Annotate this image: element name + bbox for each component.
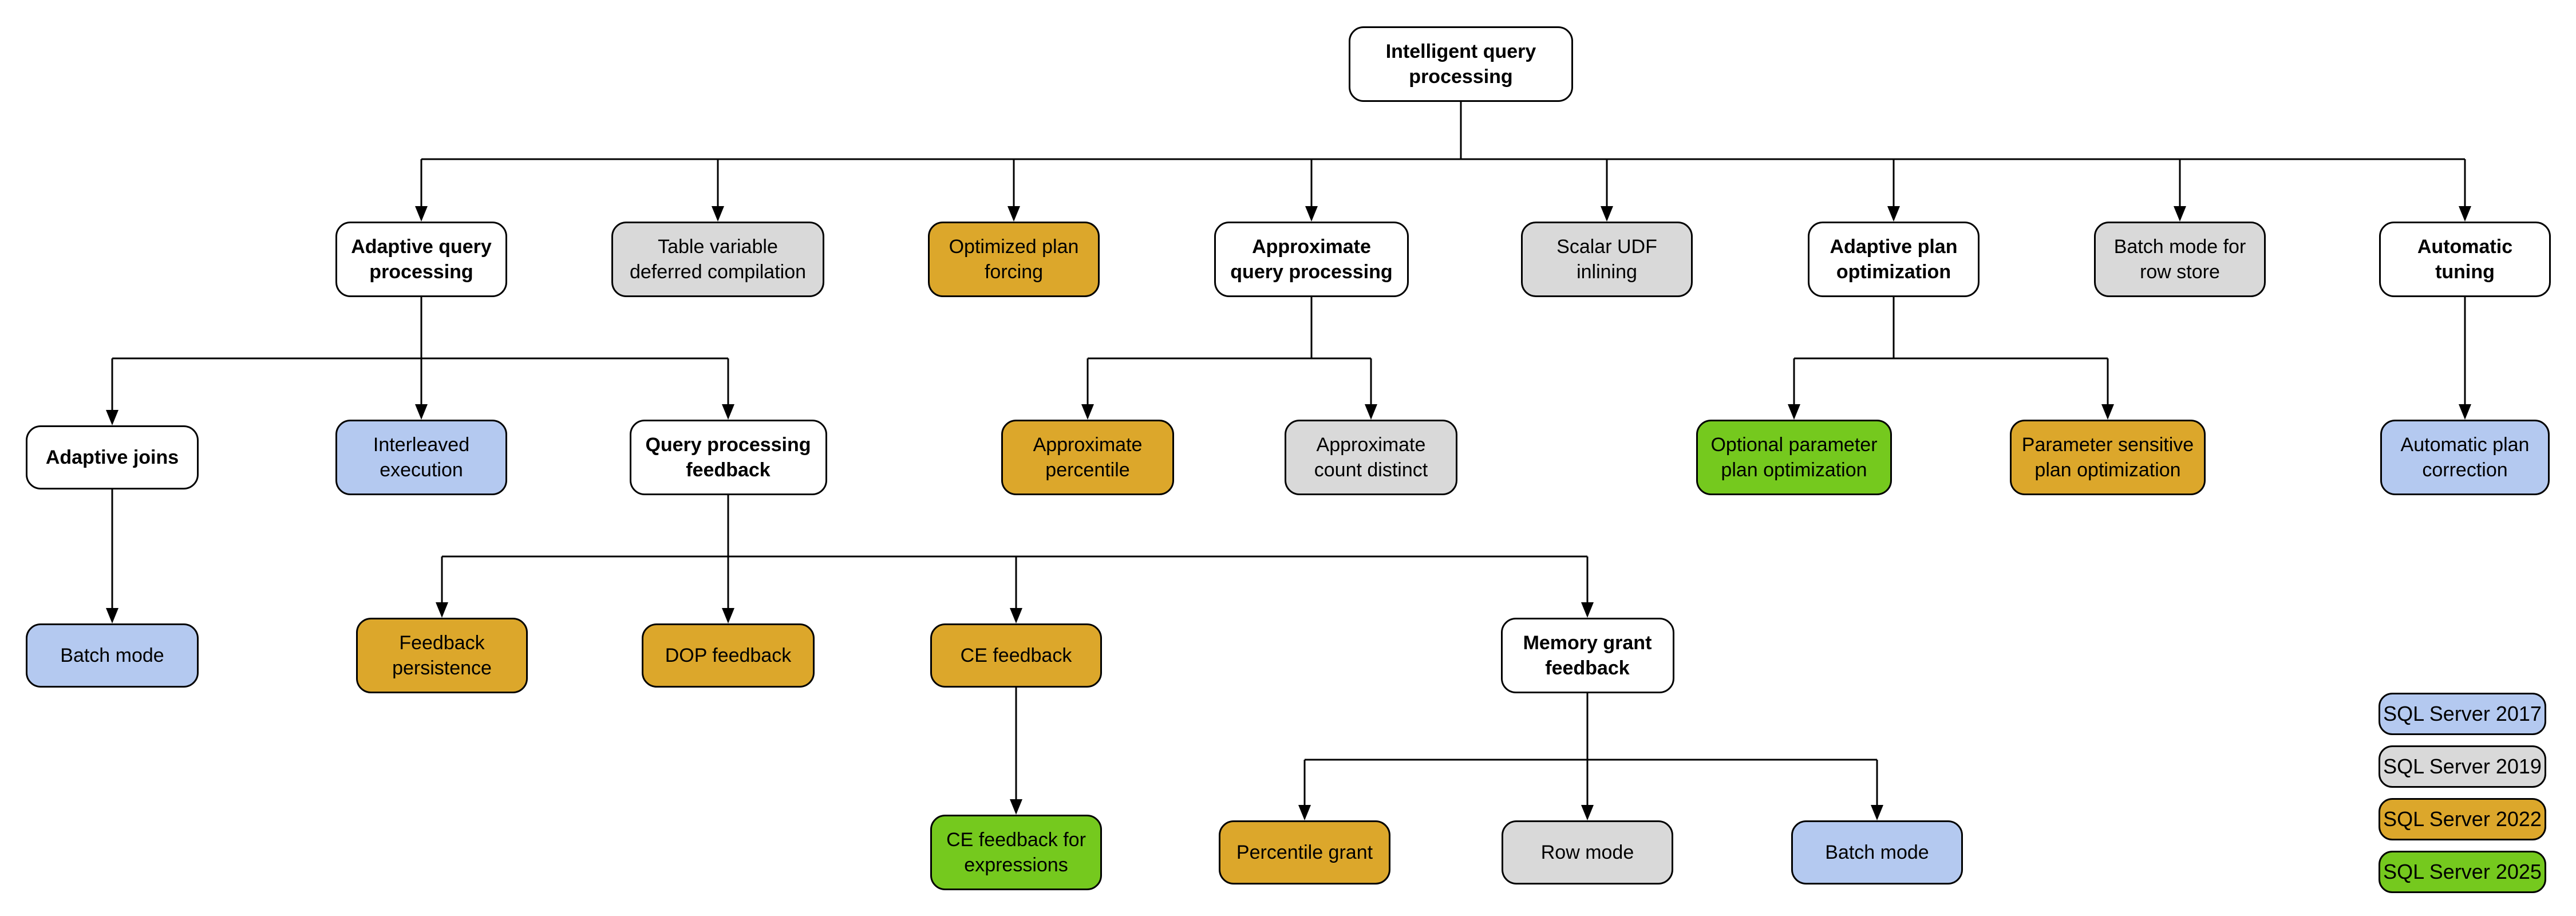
node-dop-feedback: DOP feedback [642, 623, 815, 688]
node-parameter-sensitive-plan-optimization: Parameter sensitive plan optimization [2010, 420, 2206, 495]
node-intelligent-query-processing: Intelligent query processing [1349, 26, 1573, 102]
node-row-mode: Row mode [1502, 820, 1673, 885]
legend-sql-server-2022: SQL Server 2022 [2379, 798, 2546, 840]
legend-sql-server-2017: SQL Server 2017 [2379, 693, 2546, 735]
node-approximate-percentile: Approximate percentile [1001, 420, 1174, 495]
node-table-variable-deferred-compilation: Table variable deferred compilation [611, 222, 824, 297]
node-adaptive-joins: Adaptive joins [26, 425, 199, 489]
node-feedback-persistence: Feedback persistence [356, 618, 528, 693]
node-batch-mode-for-row-store: Batch mode for row store [2094, 222, 2266, 297]
node-optional-parameter-plan-optimization: Optional parameter plan optimization [1696, 420, 1892, 495]
node-automatic-tuning: Automatic tuning [2379, 222, 2551, 297]
node-approximate-query-processing: Approximate query processing [1214, 222, 1409, 297]
node-interleaved-execution: Interleaved execution [335, 420, 507, 495]
node-batch-mode: Batch mode [26, 623, 199, 688]
node-adaptive-query-processing: Adaptive query processing [335, 222, 507, 297]
node-ce-feedback-for-expressions: CE feedback for expressions [930, 815, 1102, 890]
node-scalar-udf-inlining: Scalar UDF inlining [1521, 222, 1693, 297]
node-automatic-plan-correction: Automatic plan correction [2380, 420, 2550, 495]
node-batch-mode: Batch mode [1791, 820, 1963, 885]
legend-sql-server-2019: SQL Server 2019 [2379, 745, 2546, 788]
node-query-processing-feedback: Query processing feedback [629, 420, 827, 495]
legend-sql-server-2025: SQL Server 2025 [2379, 851, 2546, 893]
node-approximate-count-distinct: Approximate count distinct [1285, 420, 1457, 495]
node-ce-feedback: CE feedback [930, 623, 1102, 688]
node-optimized-plan-forcing: Optimized plan forcing [928, 222, 1100, 297]
node-percentile-grant: Percentile grant [1219, 820, 1390, 885]
node-adaptive-plan-optimization: Adaptive plan optimization [1808, 222, 1980, 297]
node-memory-grant-feedback: Memory grant feedback [1500, 618, 1674, 693]
